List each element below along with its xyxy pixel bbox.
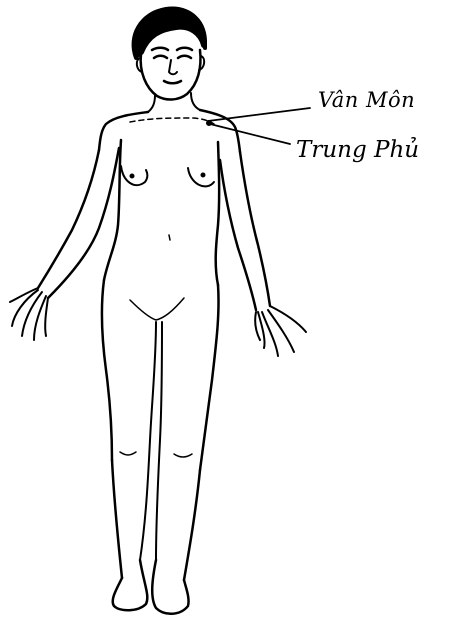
neck-right <box>191 93 200 110</box>
eye-right <box>178 56 191 58</box>
calf-left <box>112 460 122 578</box>
leg-inner-right <box>156 322 162 560</box>
eyebrow-right <box>177 48 192 50</box>
mouth <box>164 81 181 83</box>
van-mon-pointer-line <box>208 108 310 121</box>
arm-right-outer <box>240 152 270 306</box>
arm-right-inner <box>220 160 256 310</box>
foot-left <box>113 560 148 610</box>
hip-right <box>200 285 219 470</box>
arm-left-inner <box>48 148 119 298</box>
acupoint-marker <box>207 121 212 126</box>
pelvis-line <box>130 298 184 320</box>
nipple-right <box>201 173 205 177</box>
hip-left <box>102 280 112 460</box>
nipple-left <box>130 174 134 178</box>
shoulder-left <box>99 112 148 150</box>
shoulder-right <box>200 110 240 152</box>
eyebrow-left <box>152 48 168 50</box>
hand-right <box>255 306 306 356</box>
eye-left <box>154 56 167 58</box>
torso-right <box>216 142 219 285</box>
neck-left <box>148 95 155 112</box>
leg-inner-left <box>140 322 156 560</box>
knee-right <box>174 454 192 457</box>
navel <box>169 235 170 240</box>
breast-right <box>188 168 214 186</box>
calf-right <box>184 470 200 580</box>
knee-left <box>120 452 136 455</box>
foot-right <box>152 560 188 614</box>
label-van-mon: Vân Môn <box>318 88 415 112</box>
torso-left <box>104 140 121 280</box>
label-trung-phu: Trung Phủ <box>296 137 419 163</box>
collarbone <box>130 118 214 124</box>
arm-left-outer <box>38 150 99 288</box>
trung-phu-pointer-line <box>210 124 290 144</box>
hand-left <box>10 288 48 340</box>
nose <box>169 60 177 74</box>
